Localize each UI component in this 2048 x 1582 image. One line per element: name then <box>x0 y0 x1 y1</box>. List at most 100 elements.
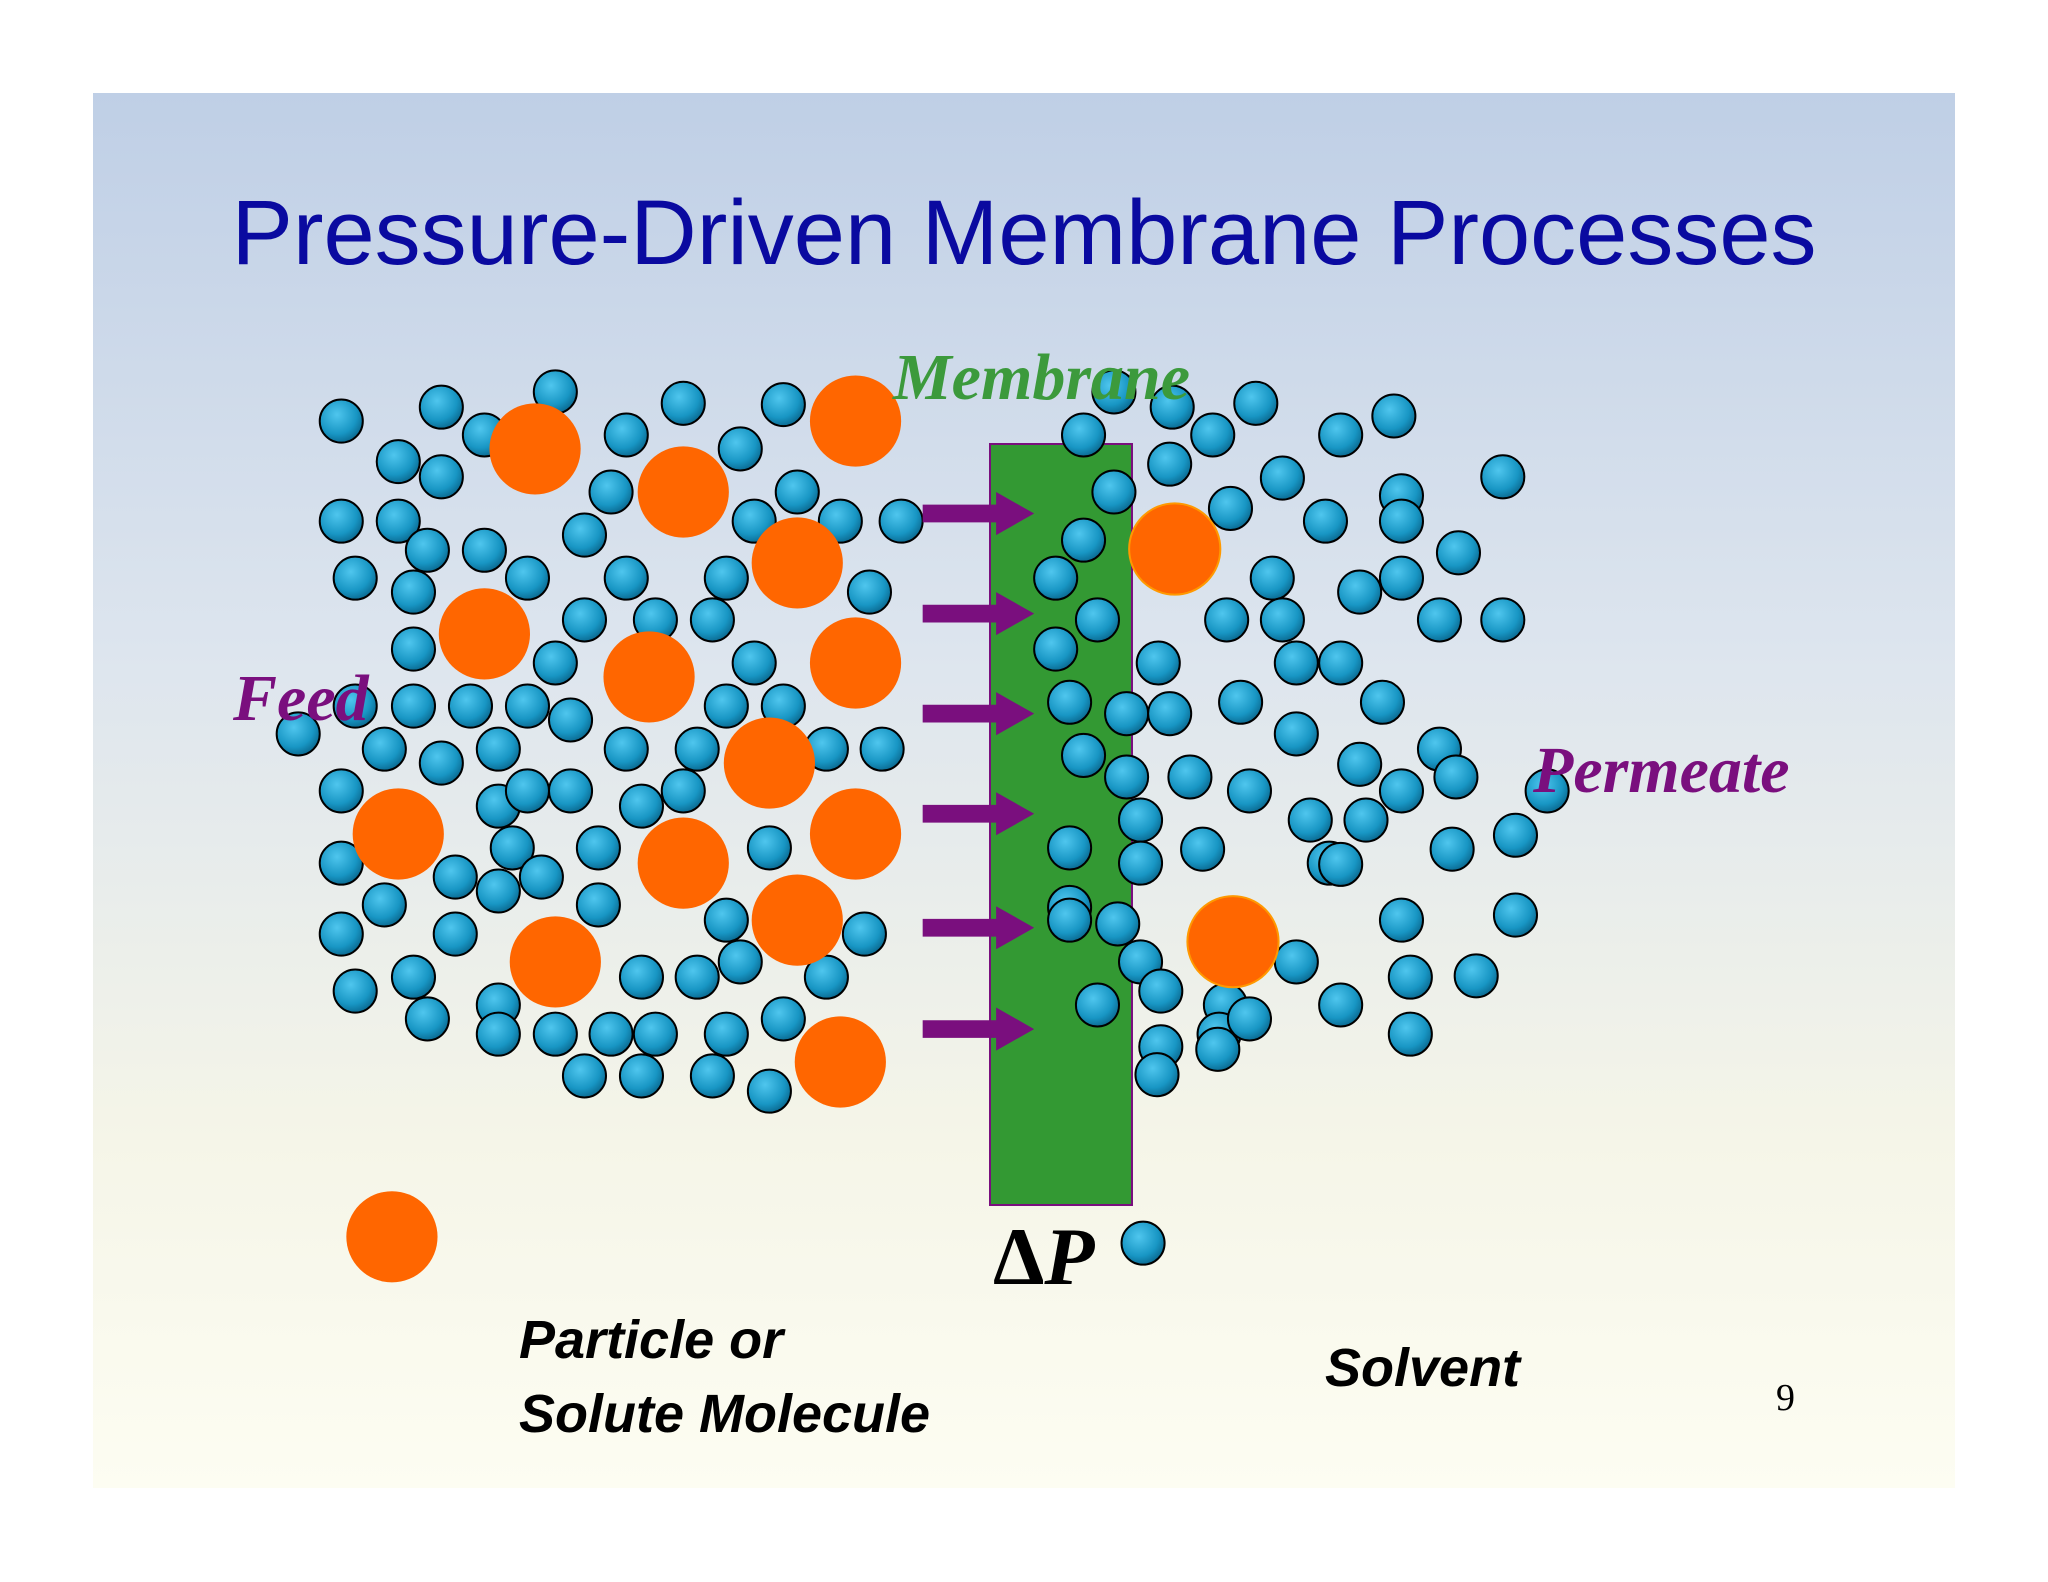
solvent-molecule <box>703 897 749 943</box>
solvent-molecule <box>1138 968 1184 1014</box>
solvent-molecule <box>390 683 437 729</box>
solvent-molecule <box>461 527 507 573</box>
solvent-molecule <box>1135 640 1181 686</box>
solvent-molecule <box>504 768 551 814</box>
solvent-molecule <box>760 996 806 1042</box>
solvent-molecule <box>618 1053 665 1099</box>
solvent-molecule <box>1429 826 1475 872</box>
membrane-diagram <box>275 369 1570 1283</box>
solvent-molecule <box>603 555 649 601</box>
solute-particle <box>637 817 729 909</box>
solvent-molecule <box>1195 1026 1241 1072</box>
pressure-arrows <box>922 492 1035 1051</box>
solvent-molecule <box>375 498 421 544</box>
solvent-molecule <box>1492 812 1539 858</box>
solvent-molecule <box>1318 841 1364 887</box>
solvent-molecule <box>846 569 893 615</box>
solvent-molecule <box>1273 640 1319 686</box>
permeate-label: Permeate <box>1533 734 1790 807</box>
solvent-molecule <box>1480 454 1526 500</box>
solvent-molecule <box>803 954 849 1000</box>
solvent-molecule <box>1378 768 1425 814</box>
solvent-molecule <box>1047 897 1093 943</box>
solvent-molecule <box>1091 369 1137 415</box>
solvent-molecule <box>1147 441 1193 487</box>
solvent-molecule <box>1435 530 1482 576</box>
solvent-molecule <box>1259 455 1305 501</box>
pressure-difference-label: ΔP <box>993 1210 1095 1304</box>
solvent-molecule <box>660 380 706 426</box>
solvent-molecule <box>1302 498 1349 544</box>
solvent-molecule <box>404 996 450 1042</box>
solute-particle <box>794 1016 886 1108</box>
legend-particle-line2: Solute Molecule <box>519 1384 931 1444</box>
solvent-molecule <box>475 726 521 772</box>
solvent-molecule <box>447 683 494 729</box>
feed-molecules <box>275 369 924 1114</box>
solvent-molecule <box>703 1011 749 1057</box>
solvent-molecule <box>532 1011 578 1057</box>
solvent-molecule <box>475 1011 521 1057</box>
legend-symbols <box>346 1191 1166 1283</box>
solvent-molecule <box>1378 498 1425 544</box>
pressure-symbol: P <box>1044 1211 1095 1302</box>
solvent-molecule <box>746 1068 792 1114</box>
solvent-molecule <box>689 1053 735 1099</box>
solute-particle <box>809 788 902 880</box>
solvent-molecule <box>717 426 763 472</box>
solvent-molecule <box>318 398 364 444</box>
solvent-molecule <box>318 911 364 957</box>
solvent-molecule <box>1095 901 1141 947</box>
solvent-molecule <box>1047 679 1093 725</box>
solvent-molecule <box>674 954 720 1000</box>
solvent-molecule <box>318 840 364 886</box>
solvent-molecule <box>1226 996 1273 1042</box>
solute-particle <box>438 588 530 680</box>
pressure-arrow <box>922 692 1035 736</box>
solvent-molecule <box>1190 412 1236 458</box>
solvent-molecule <box>746 825 792 871</box>
solvent-molecule <box>1416 597 1463 643</box>
solute-particle <box>751 874 843 966</box>
solute-particle <box>509 916 601 1008</box>
solute-particle <box>751 517 843 609</box>
solute-particle <box>603 631 695 723</box>
solvent-molecule <box>660 768 706 814</box>
solvent-molecule <box>404 527 450 573</box>
solvent-molecule <box>1167 754 1213 800</box>
solvent-molecule <box>1061 517 1107 563</box>
solvent-molecule <box>1318 640 1364 686</box>
solvent-molecule <box>1480 597 1526 643</box>
solvent-molecule <box>1147 691 1193 737</box>
legend-solvent-label: Solvent <box>1325 1338 1521 1398</box>
solvent-molecule <box>575 825 621 871</box>
solvent-molecule <box>1218 679 1264 725</box>
pressure-arrow <box>922 592 1035 636</box>
solvent-molecule <box>841 911 887 957</box>
solvent-molecule <box>575 882 621 928</box>
solvent-molecule <box>332 555 378 601</box>
solvent-molecule <box>1091 469 1137 515</box>
solvent-molecule <box>1149 384 1195 430</box>
solvent-molecule <box>878 498 924 544</box>
solvent-molecule <box>1343 797 1389 843</box>
solvent-molecule <box>561 512 608 558</box>
legend-particle-line1: Particle or <box>519 1310 784 1370</box>
solvent-molecule <box>432 854 478 900</box>
pressure-arrow <box>922 792 1035 836</box>
solute-particle <box>1186 895 1280 989</box>
solvent-molecule <box>703 683 749 729</box>
solvent-molecule <box>390 569 437 615</box>
page-number: 9 <box>1776 1377 1795 1419</box>
solvent-molecule <box>1337 569 1383 615</box>
solvent-molecule <box>1318 412 1364 458</box>
solvent-molecule <box>1359 679 1406 725</box>
solvent-molecule <box>618 954 665 1000</box>
solute-particle <box>352 788 444 880</box>
solvent-molecule <box>418 740 464 786</box>
solvent-molecule <box>1249 555 1295 601</box>
delta-symbol: Δ <box>993 1211 1045 1302</box>
solvent-molecule <box>432 911 478 957</box>
solvent-molecule <box>561 597 608 643</box>
solvent-molecule <box>275 711 321 757</box>
